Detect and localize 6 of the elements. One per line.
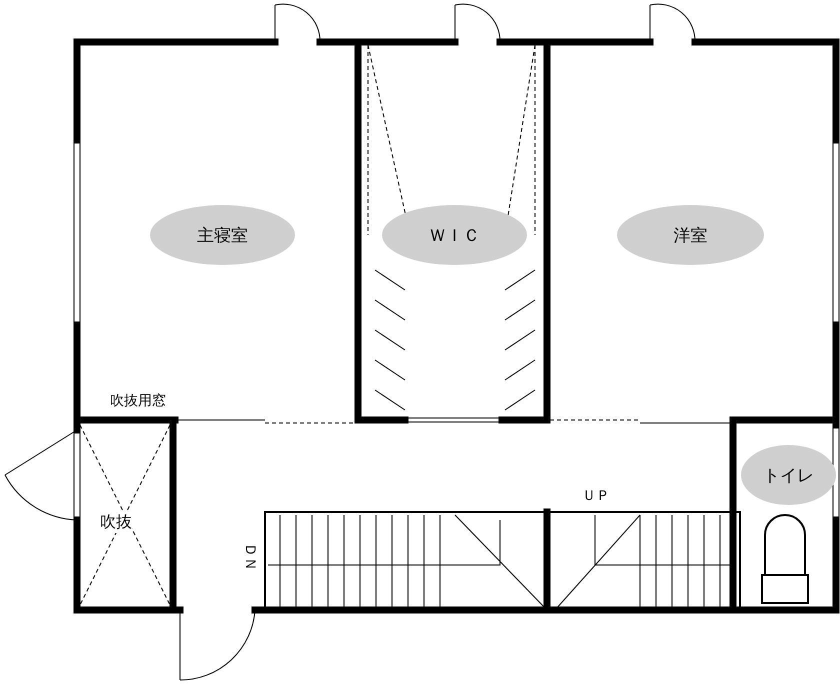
room-label: 洋室: [617, 205, 764, 265]
room-name: 吹抜: [100, 512, 132, 533]
room-label: トイレ: [741, 445, 836, 505]
room-label: ＷＩＣ: [382, 205, 527, 265]
room-label: 主寝室: [150, 205, 295, 265]
window-label: 吹抜用窓: [110, 392, 166, 410]
